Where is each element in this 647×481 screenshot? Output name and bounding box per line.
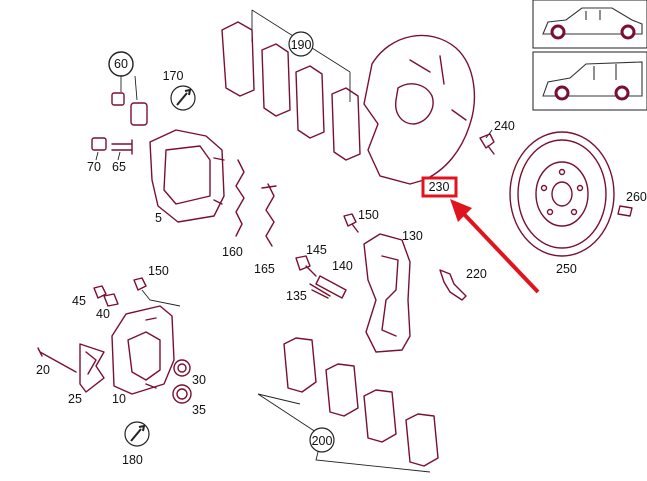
wagon-car-icon[interactable]	[532, 51, 647, 111]
label-240: 240	[494, 119, 515, 133]
label-220: 220	[466, 267, 487, 281]
part-190-brake-pads: 190	[221, 9, 361, 161]
part-60: 60	[108, 51, 148, 126]
part-25-clip: 25	[68, 343, 105, 406]
label-170: 170	[163, 69, 184, 83]
part-145-140-135-pins: 145 140 135	[286, 243, 353, 303]
sedan-car-icon[interactable]	[532, 0, 647, 49]
label-130: 130	[402, 229, 423, 243]
label-150-lower: 150	[148, 264, 169, 278]
label-190: 190	[291, 38, 312, 52]
label-250: 250	[556, 262, 577, 276]
label-260: 260	[626, 190, 647, 204]
label-160: 160	[222, 245, 243, 259]
label-135: 135	[286, 289, 307, 303]
part-220-wear-sensor: 220	[439, 267, 487, 301]
part-230-dust-shield: 230	[363, 34, 475, 198]
part-10-caliper: 10	[111, 305, 175, 406]
label-65: 65	[112, 160, 126, 174]
part-5-caliper: 5	[149, 129, 225, 225]
label-45: 45	[72, 294, 86, 308]
label-230: 230	[429, 180, 450, 194]
part-150-bolt-lower: 150	[133, 264, 181, 307]
label-140: 140	[332, 259, 353, 273]
label-60: 60	[114, 57, 128, 71]
part-30-35-seals: 30 35	[172, 359, 206, 417]
part-180-wrench: 180	[122, 421, 150, 467]
label-5: 5	[155, 211, 162, 225]
part-160-165-springs: 160 165	[222, 159, 277, 276]
label-30: 30	[192, 373, 206, 387]
part-250-brake-disc: 250	[509, 131, 615, 276]
label-165: 165	[254, 262, 275, 276]
part-260-screw: 260	[617, 190, 647, 217]
label-35: 35	[192, 403, 206, 417]
part-150-bolt-top: 150	[343, 208, 379, 233]
part-45-40: 45 40	[72, 285, 119, 321]
label-10: 10	[112, 392, 126, 406]
label-70: 70	[87, 160, 101, 174]
part-130-carrier: 130	[363, 229, 423, 353]
label-40: 40	[96, 307, 110, 321]
wrench-icon: 170	[163, 69, 196, 111]
label-25: 25	[68, 392, 82, 406]
label-200: 200	[312, 434, 333, 448]
part-240-bolt: 240	[479, 119, 515, 155]
highlight-box-230[interactable]	[421, 176, 458, 198]
label-145: 145	[306, 243, 327, 257]
part-200-brake-pads: 200	[257, 337, 439, 473]
label-20: 20	[36, 363, 50, 377]
part-70-65: 70 65	[87, 137, 133, 174]
highlight-arrow	[450, 199, 540, 294]
label-180: 180	[122, 453, 143, 467]
label-150-top: 150	[358, 208, 379, 222]
part-20-pin: 20	[36, 347, 77, 377]
